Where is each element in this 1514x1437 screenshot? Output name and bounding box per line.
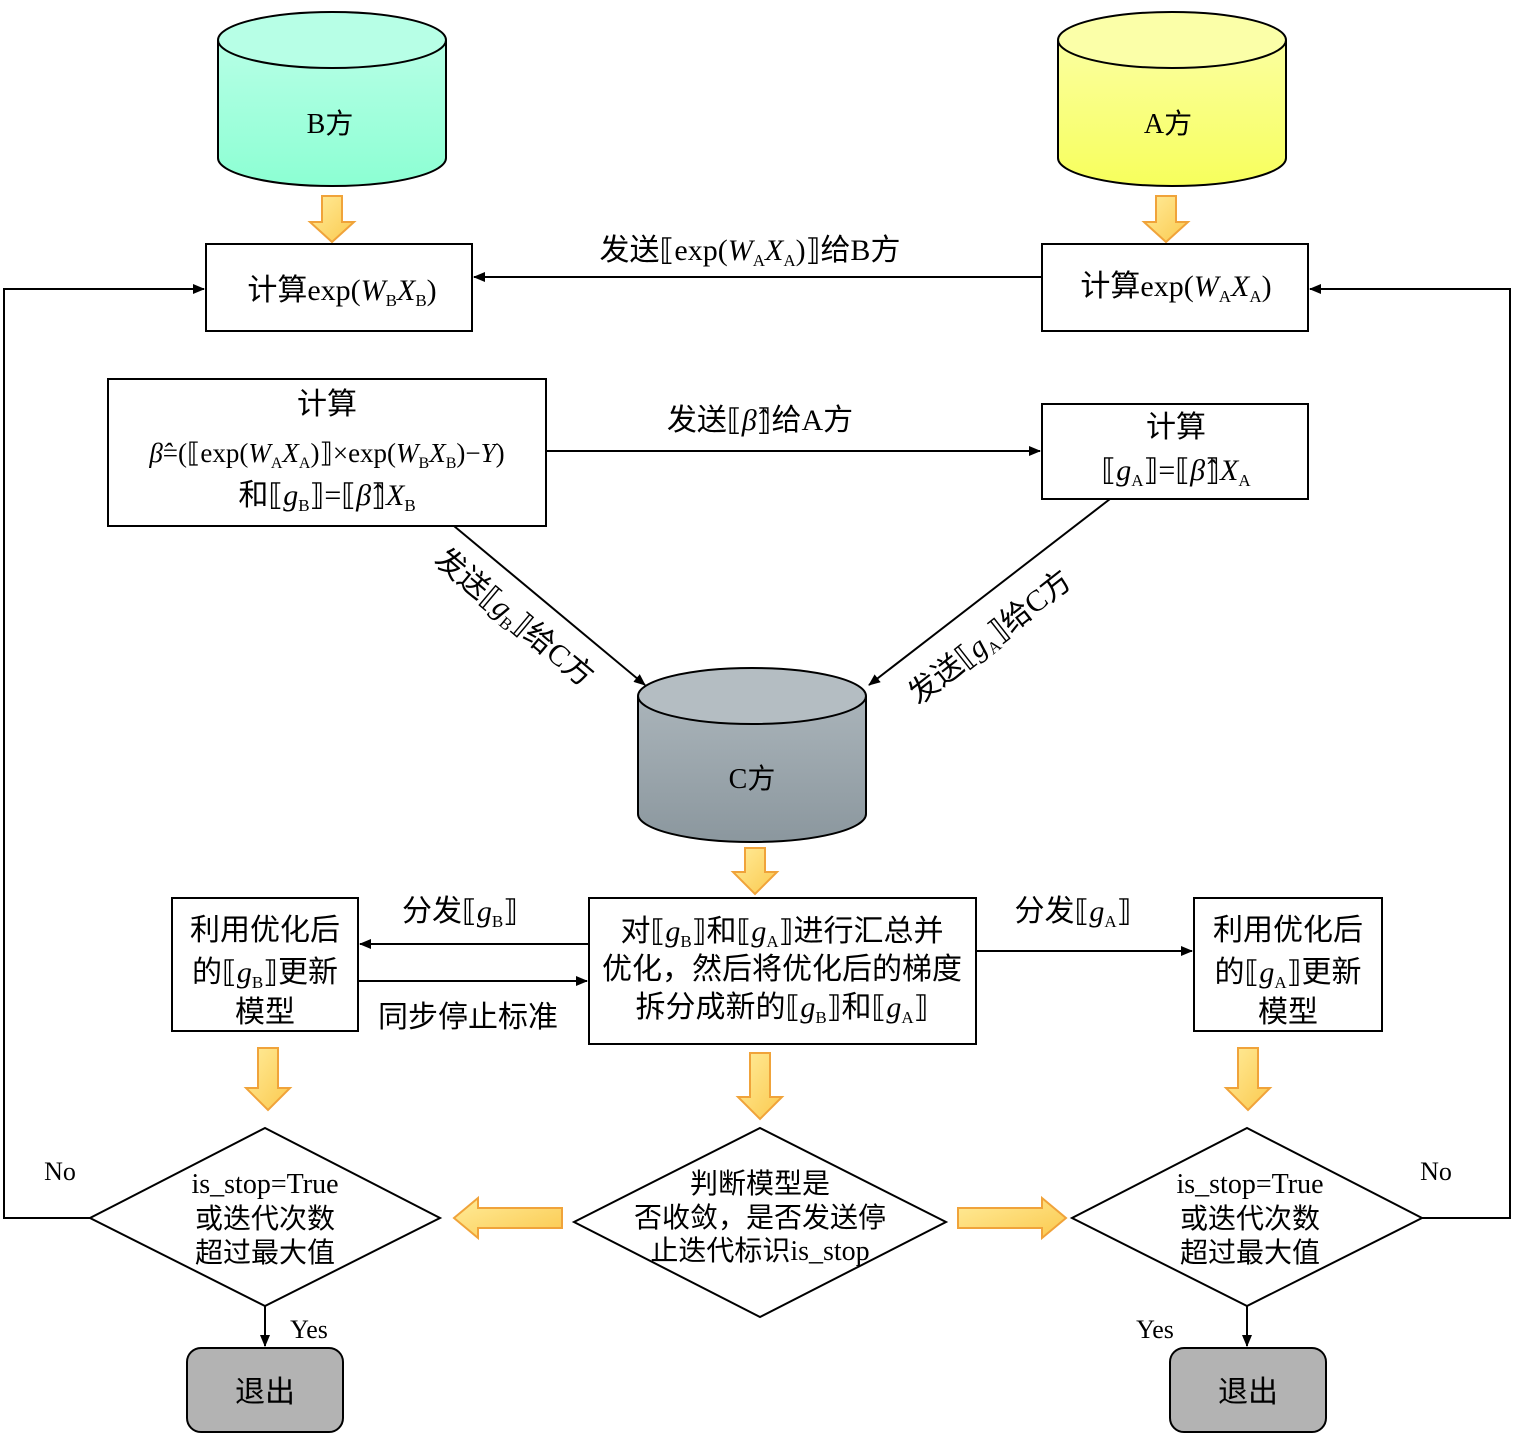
compute-beta-box [107, 378, 547, 527]
compute-beta-gb: 和⟦gB⟧=⟦β̂⟧XB [238, 479, 415, 515]
judge-line3: 止迭代标识is_stop [650, 1235, 869, 1267]
edge-label-send-gb-to-c: 发送⟦gB⟧给C方 [426, 542, 599, 696]
edge-label-send-exp-to-b: 发送⟦exp(WAXA)⟧给B方 [600, 234, 901, 270]
stop-b-line3: 超过最大值 [195, 1237, 335, 1269]
edge-no-left-loop [3, 284, 205, 1219]
aggregate-box [588, 897, 977, 1045]
block-arrow-c-down [730, 847, 780, 896]
block-arrow-a-down [1141, 195, 1191, 244]
judge-diamond [571, 1126, 949, 1319]
edge-ga-to-c [868, 498, 1111, 686]
party-c-cylinder: C方 [637, 667, 867, 843]
edge-no-right-loop [1309, 284, 1511, 1219]
edge-label-no-left: No [44, 1157, 76, 1186]
stop-a-line2: 或迭代次数 [1180, 1203, 1320, 1235]
stop-b-line2: 或迭代次数 [195, 1203, 335, 1235]
aggregate-line2: 优化，然后将优化后的梯度 [602, 953, 962, 986]
block-arrows [243, 195, 1273, 1241]
party-b-cylinder: B方 [217, 11, 447, 187]
compute-exp-a-box [1041, 243, 1309, 332]
aggregate-line1: 对⟦gB⟧和⟦gA⟧进行汇总并 [620, 915, 943, 951]
edge-label-no-right: No [1420, 1157, 1452, 1186]
block-arrow-judge-left [452, 1195, 563, 1241]
stop-b-line1: is_stop=True [191, 1169, 338, 1200]
edge-label-distribute-ga: 分发⟦gA⟧ [1015, 895, 1132, 931]
block-arrow-judge-right [957, 1195, 1068, 1241]
compute-beta-title: 计算 [297, 388, 357, 421]
edge-gb-to-c [453, 525, 646, 686]
exit-b-label: 退出 [235, 1376, 295, 1409]
connectors [3, 272, 1511, 1347]
exit-a-box [1169, 1347, 1327, 1433]
compute-exp-b-text: 计算exp(WBXB) [247, 274, 436, 310]
update-a-line3: 模型 [1258, 996, 1318, 1029]
compute-beta-formula: β̂=(⟦exp(WAXA)⟧×exp(WBXB)−Y) [148, 438, 504, 472]
update-b-line1: 利用优化后 [190, 914, 340, 947]
block-arrow-b-down [307, 195, 357, 244]
update-a-line2: 的⟦gA⟧更新 [1215, 956, 1362, 992]
compute-ga-box [1041, 403, 1309, 500]
judge-line2: 否收敛，是否发送停 [634, 1202, 886, 1234]
stop-a-line3: 超过最大值 [1180, 1237, 1320, 1269]
compute-ga-title: 计算 [1146, 411, 1206, 444]
edge-label-sync-stop: 同步停止标准 [378, 1001, 558, 1034]
edge-label-yes-left: Yes [290, 1315, 328, 1344]
update-b-box [171, 897, 359, 1032]
exit-b-box [186, 1347, 344, 1433]
edge-label-send-beta-to-a: 发送⟦β̂⟧给A方 [667, 404, 853, 437]
edge-label-yes-right: Yes [1136, 1315, 1174, 1344]
exit-a-label: 退出 [1218, 1376, 1278, 1409]
party-a-cylinder: A方 [1057, 11, 1287, 187]
block-arrow-update-a-down [1223, 1047, 1273, 1112]
judge-line1: 判断模型是 [690, 1168, 830, 1200]
party-a-label: A方 [1144, 108, 1192, 140]
update-a-line1: 利用优化后 [1213, 914, 1363, 947]
party-b-label: B方 [307, 108, 354, 140]
update-b-line2: 的⟦gB⟧更新 [192, 956, 338, 992]
block-arrow-agg-down [735, 1052, 785, 1121]
edge-label-distribute-gb: 分发⟦gB⟧ [402, 895, 518, 931]
party-c-label: C方 [729, 763, 776, 795]
compute-ga-formula: ⟦gA⟧=⟦β̂⟧XA [1101, 454, 1251, 490]
stop-a-line1: is_stop=True [1176, 1169, 1323, 1200]
aggregate-line3: 拆分成新的⟦gB⟧和⟦gA⟧ [635, 991, 928, 1027]
update-a-box [1193, 897, 1383, 1032]
update-b-line3: 模型 [235, 996, 295, 1029]
block-arrow-update-b-down [243, 1047, 293, 1112]
compute-exp-a-text: 计算exp(WAXA) [1080, 270, 1271, 306]
compute-exp-b-box [205, 243, 473, 332]
